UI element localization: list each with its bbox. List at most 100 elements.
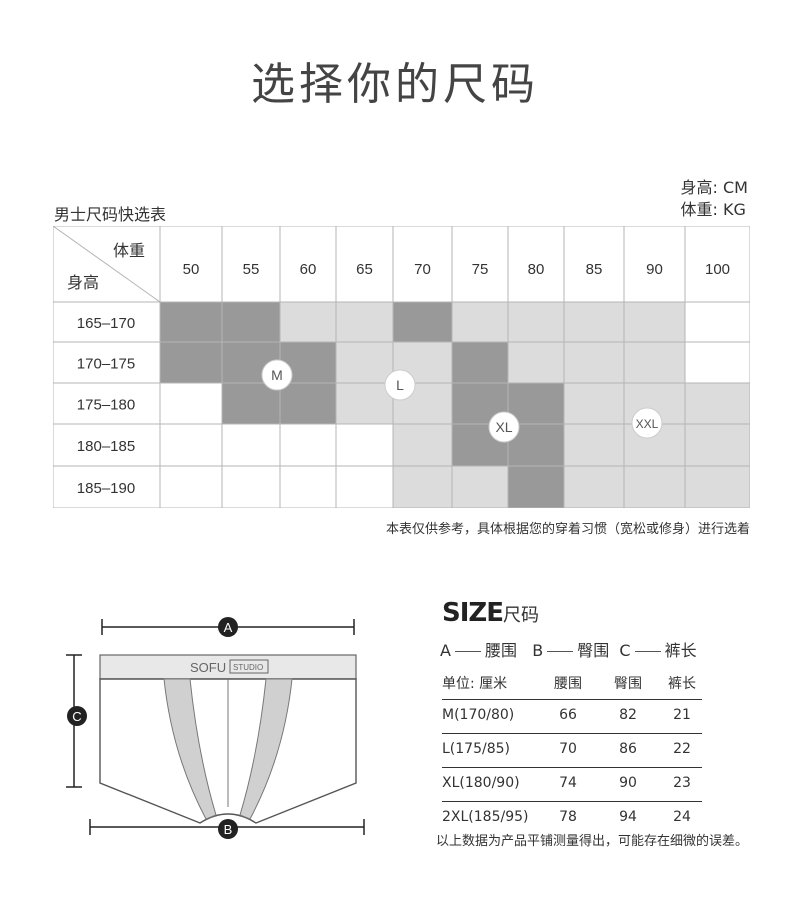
legend-b-label: 臀围 (577, 641, 610, 660)
mesh-panel-left (163, 678, 217, 820)
brand-sub-box (229, 659, 269, 674)
marker-c-badge (67, 706, 87, 726)
legend-c-letter: C (619, 641, 631, 660)
table-row: XL(180/90) 74 90 23 (442, 775, 702, 811)
mesh-panel-right (239, 678, 293, 820)
grid-cell (336, 383, 393, 424)
unit-height: 身高: CM (680, 178, 748, 197)
row-size: M(170/80) (442, 707, 515, 723)
table-row: L(175/85) 70 86 22 (442, 741, 702, 777)
grid-cell (564, 383, 624, 424)
grid-cell (508, 466, 564, 508)
size-marker-circle (488, 411, 520, 443)
grid-cell (336, 342, 393, 383)
grid-cell (685, 383, 750, 424)
row-length: 22 (673, 741, 691, 757)
size-marker-label: XL (495, 419, 512, 435)
size-marker-label: XXL (636, 417, 659, 431)
table-footnote: 以上数据为产品平铺测量得出，可能存在细微的误差。 (436, 834, 749, 849)
marker-c-label: C (72, 709, 81, 724)
boxer-diagram-svg: A C SOFU STUDIO B (66, 617, 365, 839)
grid-cell (685, 342, 750, 383)
row-waist: 70 (559, 741, 577, 757)
grid-cell (685, 302, 750, 342)
table-header-row: 单位: 厘米 腰围 臀围 裤长 (442, 673, 702, 709)
grid-cell (564, 424, 624, 466)
marker-b-badge (218, 819, 238, 839)
weight-header: 65 (356, 261, 373, 278)
grid-cell (222, 466, 280, 508)
legend-dash (547, 651, 574, 652)
size-marker-circle (384, 369, 416, 401)
size-marker-circle (631, 407, 663, 439)
grid-cell (160, 302, 222, 342)
weight-header: 90 (646, 261, 663, 278)
weight-header: 80 (528, 261, 545, 278)
height-label: 175–180 (77, 397, 135, 414)
header-unit: 单位: 厘米 (442, 676, 508, 692)
grid-cell (222, 424, 280, 466)
grid-cell (393, 466, 452, 508)
grid-cell (564, 466, 624, 508)
row-hip: 90 (619, 775, 637, 791)
row-size: 2XL(185/95) (442, 809, 529, 825)
brand-sub: STUDIO (233, 663, 263, 672)
row-hip: 86 (619, 741, 637, 757)
grid-cell (624, 466, 685, 508)
weight-header: 75 (472, 261, 489, 278)
grid-cell (564, 342, 624, 383)
size-marker-label: M (271, 367, 283, 383)
grid-cell (452, 302, 508, 342)
header-length: 裤长 (668, 676, 696, 692)
grid-cell (160, 466, 222, 508)
row-hip: 94 (619, 809, 637, 825)
brand-logo: SOFU (190, 660, 226, 675)
size-heading: SIZE尺码 (442, 598, 539, 628)
page-title: 选择你的尺码 (251, 59, 539, 110)
row-hip: 82 (619, 707, 637, 723)
legend-dash (634, 651, 661, 652)
header-hip: 臀围 (614, 676, 642, 692)
weight-header: 50 (183, 261, 200, 278)
legend-c-label: 裤长 (664, 641, 697, 660)
grid-cell (508, 342, 564, 383)
unit-weight: 体重: KG (680, 200, 746, 219)
weight-header: 60 (300, 261, 317, 278)
row-divider (442, 801, 702, 802)
grid-cell (160, 383, 222, 424)
weight-header: 100 (705, 261, 730, 278)
row-divider (442, 733, 702, 734)
corner-height-label: 身高 (67, 273, 99, 292)
grid-cell (280, 302, 336, 342)
legend-dash (454, 651, 481, 652)
legend-a-label: 腰围 (484, 641, 517, 660)
grid-cell (393, 424, 452, 466)
size-heading-big: SIZE (442, 598, 504, 628)
weight-header: 70 (414, 261, 431, 278)
grid-cell (336, 466, 393, 508)
height-label: 180–185 (77, 438, 135, 455)
grid-cell (624, 302, 685, 342)
table-row: 2XL(185/95) 78 94 24 (442, 809, 702, 845)
grid-cell (222, 302, 280, 342)
row-divider (442, 767, 702, 768)
marker-a-label: A (224, 620, 233, 635)
grid-cell (336, 302, 393, 342)
weight-header: 85 (586, 261, 603, 278)
grid-cell (624, 342, 685, 383)
row-length: 23 (673, 775, 691, 791)
grid-cell (280, 424, 336, 466)
grid-cell (393, 302, 452, 342)
size-marker-label: L (396, 377, 404, 393)
row-waist: 74 (559, 775, 577, 791)
row-length: 24 (673, 809, 691, 825)
marker-b-label: B (224, 822, 233, 837)
row-waist: 78 (559, 809, 577, 825)
size-heading-small: 尺码 (503, 605, 540, 626)
boxer-diagram: A C SOFU STUDIO B (60, 605, 380, 845)
marker-a-badge (218, 617, 238, 637)
header-waist: 腰围 (554, 676, 582, 692)
